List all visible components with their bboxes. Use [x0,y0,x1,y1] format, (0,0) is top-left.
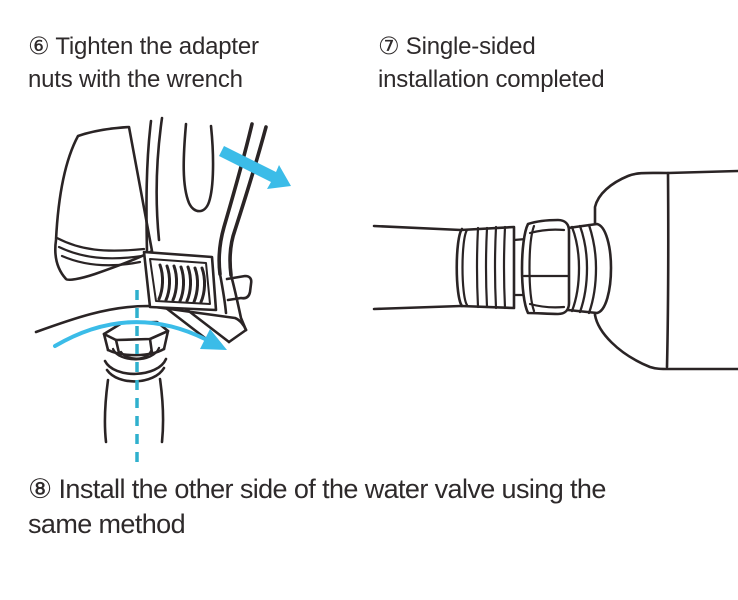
caption-line: ⑧ Install the other side of the water va… [28,474,606,504]
adjustable-wrench [34,116,268,350]
rotation-arrow [53,320,227,350]
step6-caption: ⑥ Tighten the adapter nuts with the wren… [28,30,259,96]
step8-caption: ⑧ Install the other side of the water va… [28,472,606,542]
caption-line: nuts with the wrench [28,66,243,93]
worm-screw [142,250,218,312]
hose-ferrule [455,225,516,310]
installation-figure [370,158,738,390]
valve-threads [566,222,613,315]
hose-pipe [103,377,165,444]
caption-line: same method [28,509,186,539]
caption-line: ⑥ Tighten the adapter [28,33,259,60]
installation-illustration-svg [372,169,738,371]
compression-nut [520,218,571,316]
caption-line: ⑦ Single-sided [378,33,536,60]
wrench-figure [20,108,310,478]
caption-line: installation completed [378,66,605,93]
step7-caption: ⑦ Single-sided installation completed [378,30,605,96]
water-valve-body [593,169,738,371]
pull-direction-arrow [219,146,291,189]
supply-hose [372,224,463,311]
wrench-illustration-svg [34,116,291,469]
wrench-pin-tab [225,274,253,302]
